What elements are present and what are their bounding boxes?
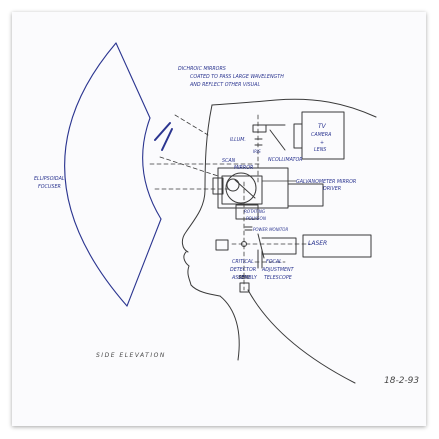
label-plus: + xyxy=(320,140,324,146)
label-iris: IRIS xyxy=(253,149,261,154)
label-galvanometer-1: GALVANOMETER MIRROR xyxy=(296,179,356,185)
beam-paths xyxy=(149,114,311,291)
label-critical-2: DETECTOR xyxy=(230,267,256,273)
paper-napkin xyxy=(12,12,426,426)
illum-iris-parts xyxy=(252,124,286,151)
label-focal-2: ADJUSTMENT xyxy=(261,267,295,273)
label-focal-1: FOCAL xyxy=(266,259,282,265)
label-camera: CAMERA xyxy=(311,132,331,138)
label-date: 18-2-93 xyxy=(384,376,419,386)
label-ellipsoidal-2: FOCUSER xyxy=(38,184,61,190)
label-critical-3: ASSEMBLY xyxy=(231,275,258,281)
label-lens: LENS xyxy=(314,147,326,153)
label-tv: TV xyxy=(318,123,327,130)
laser-path xyxy=(241,226,372,259)
label-ellipsoidal-1: ELLIPSOIDAL xyxy=(34,176,65,182)
ellipsoidal-focuser xyxy=(64,42,162,307)
label-critical-1: CRITICAL xyxy=(232,259,254,265)
label-focal-3: TELESCOPE xyxy=(264,275,293,281)
label-dichroic-3: AND REFLECT OTHER VISUAL xyxy=(189,82,260,88)
label-side-elevation: SIDE ELEVATION xyxy=(96,352,166,359)
scanner-assembly xyxy=(212,167,324,220)
head-profile xyxy=(181,98,377,384)
detector-assembly xyxy=(215,239,263,293)
label-power-monitor: POWER MONITOR xyxy=(253,227,288,232)
label-rotating-2: POLYGON xyxy=(246,216,267,221)
label-mirror: MIRROR xyxy=(234,165,253,171)
dichroic-mirrors xyxy=(154,122,173,151)
label-scan: SCAN xyxy=(222,158,236,164)
label-rotating-1: ROTATING xyxy=(244,209,266,214)
label-illum: ILLUM. xyxy=(230,137,246,143)
label-laser: LASER xyxy=(308,240,327,247)
label-ncollimator: NCOLLIMATOR xyxy=(268,157,303,163)
label-dichroic-1: DICHROIC MIRRORS xyxy=(178,66,226,72)
label-galvanometer-2: DRIVER xyxy=(323,186,341,192)
label-dichroic-2: COATED TO PASS LARGE WAVELENGTH xyxy=(190,74,284,80)
